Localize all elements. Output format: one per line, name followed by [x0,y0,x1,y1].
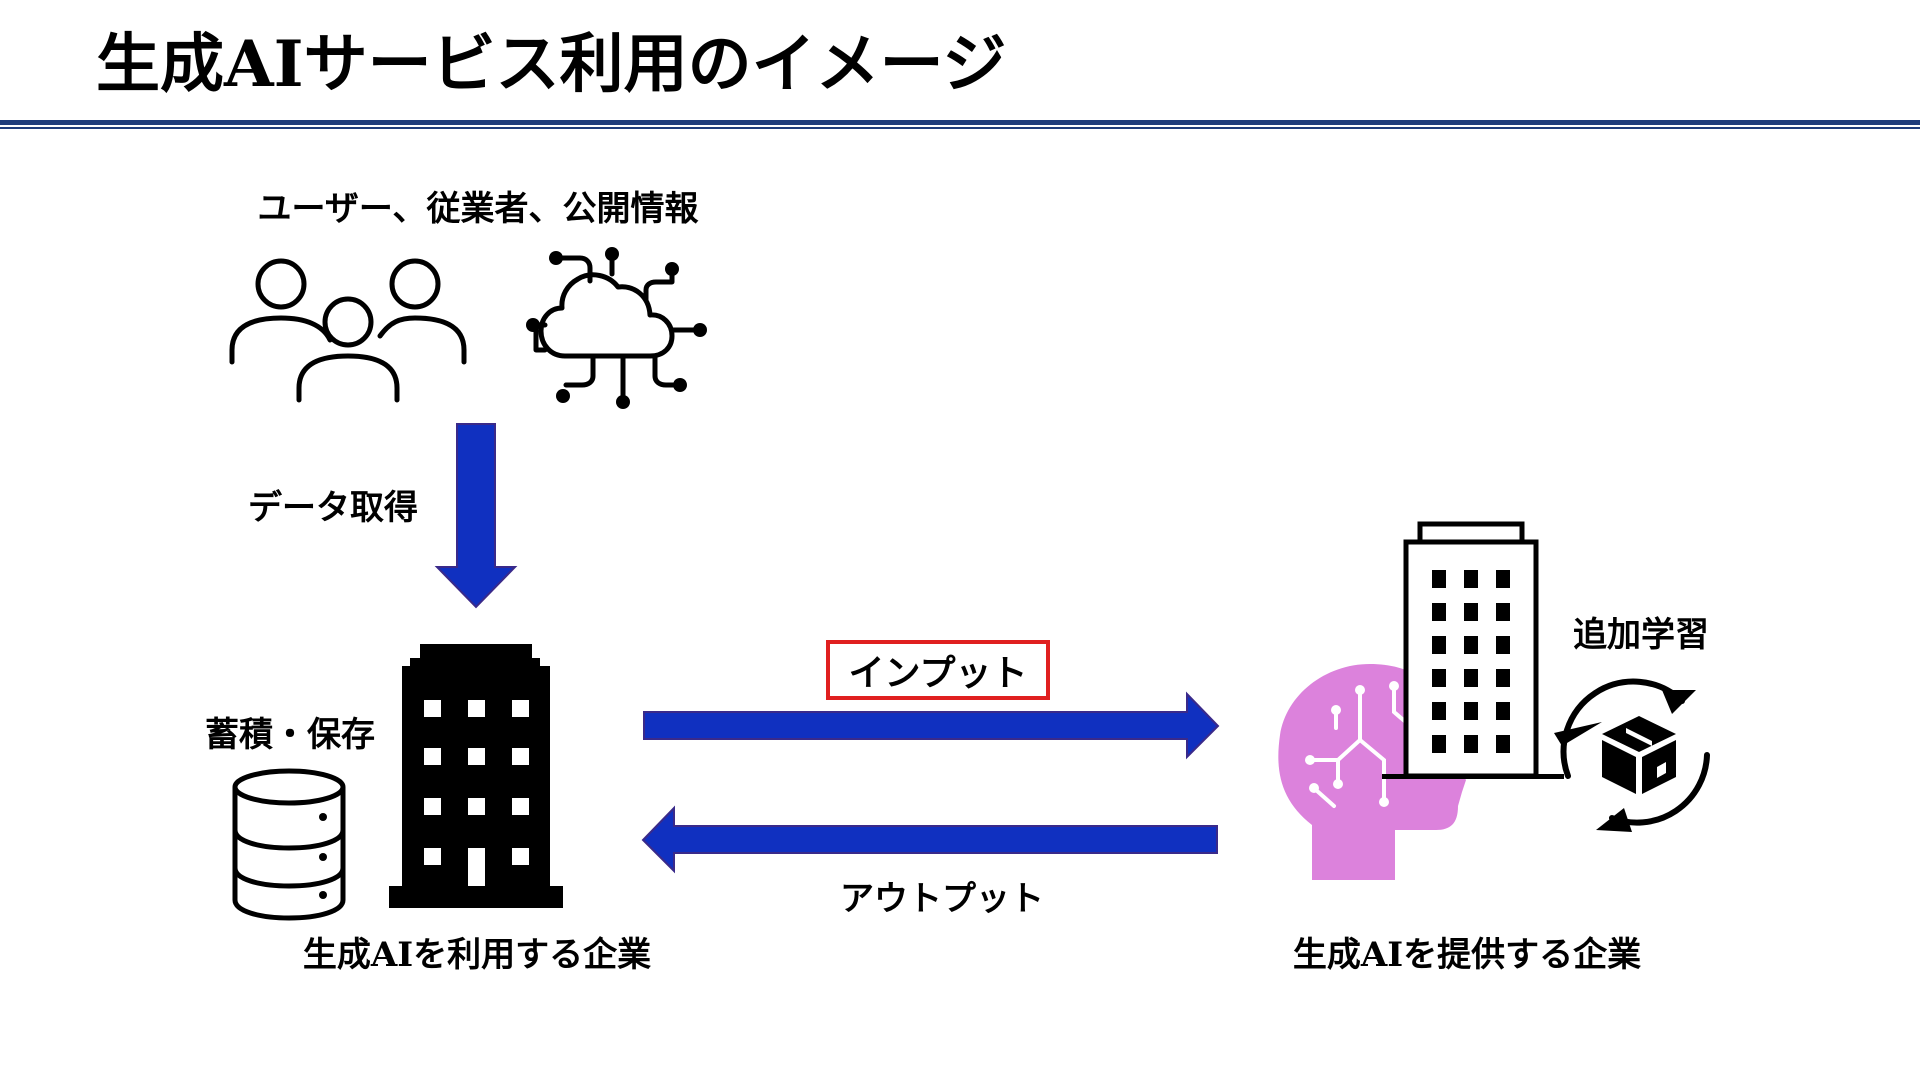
cloud-network-icon [526,247,707,409]
label-user-company: 生成AIを利用する企業 [302,935,652,975]
label-storage: 蓄積・保存 [205,715,375,755]
database-icon [232,768,346,921]
title-rule [0,120,1920,125]
label-additional-learning: 追加学習 [1573,615,1709,655]
label-provider-company: 生成AIを提供する企業 [1292,935,1642,975]
slide-title: 生成AIサービス利用のイメージ [96,27,1007,102]
input-arrow [643,691,1220,760]
people-group-icon [229,258,467,403]
output-arrow [641,805,1218,874]
data-acquisition-arrow [434,423,518,609]
package-cycle-icon [1554,678,1710,832]
label-data-acquisition: データ取得 [248,488,418,528]
office-building-icon [389,644,563,908]
label-input: インプット [848,652,1028,694]
label-sources: ユーザー、従業者、公開情報 [257,189,699,229]
label-output: アウトプット [840,879,1044,919]
title-rule-thin [0,127,1920,129]
office-tower-icon [1382,521,1564,779]
input-label-box: インプット [826,640,1050,700]
